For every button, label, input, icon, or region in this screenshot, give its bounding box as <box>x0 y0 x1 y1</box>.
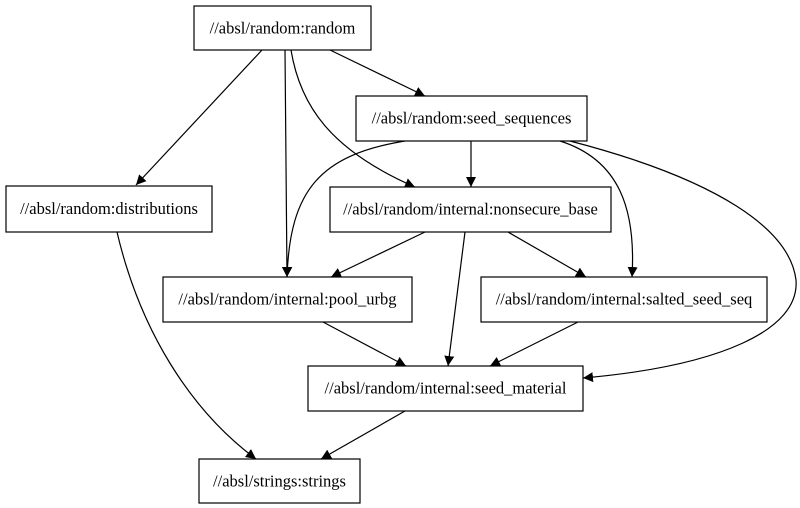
edge-seed-sequences-to-pool-urbg <box>282 140 406 278</box>
node-distributions: //absl/random:distributions <box>5 185 213 233</box>
node-box-seed-material <box>307 365 584 412</box>
edge-random-to-pool-urbg <box>281 49 292 278</box>
node-pool-urbg: //absl/random/internal:pool_urbg <box>162 276 413 323</box>
edge-nonsecure-base-to-pool-urbg <box>330 231 426 278</box>
edge-nonsecure-base-to-salted-seed-seq <box>507 231 587 278</box>
node-label-salted-seed-seq: //absl/random/internal:salted_seed_seq <box>496 290 753 309</box>
node-label-seed-sequences: //absl/random:seed_sequences <box>372 109 572 128</box>
node-strings: //absl/strings:strings <box>198 458 361 504</box>
edge-salted-seed-seq-to-seed-material <box>489 321 579 367</box>
node-seed-material: //absl/random/internal:seed_material <box>307 365 584 412</box>
edge-pool-urbg-to-seed-material <box>322 321 407 367</box>
node-salted-seed-seq: //absl/random/internal:salted_seed_seq <box>480 276 768 323</box>
node-box-nonsecure-base <box>329 186 612 233</box>
node-box-seed-sequences <box>355 95 588 142</box>
node-nonsecure-base: //absl/random/internal:nonsecure_base <box>329 186 612 233</box>
node-label-pool-urbg: //absl/random/internal:pool_urbg <box>178 290 396 309</box>
node-box-strings <box>198 458 361 504</box>
edge-random-to-nonsecure-base <box>290 49 416 188</box>
edge-nonsecure-base-to-seed-material <box>444 231 466 367</box>
edge-random-to-seed-sequences <box>329 49 426 97</box>
node-label-nonsecure-base: //absl/random/internal:nonsecure_base <box>343 200 598 219</box>
node-random: //absl/random:random <box>193 5 372 51</box>
nodes: //absl/random:random //absl/random:seed_… <box>5 5 768 504</box>
node-label-random: //absl/random:random <box>210 19 356 38</box>
node-seed-sequences: //absl/random:seed_sequences <box>355 95 588 142</box>
edges <box>116 49 797 460</box>
edge-seed-sequences-to-seed-material <box>569 140 797 383</box>
edge-distributions-to-strings <box>116 231 257 460</box>
node-label-seed-material: //absl/random/internal:seed_material <box>325 379 567 398</box>
node-box-salted-seed-seq <box>480 276 768 323</box>
node-label-distributions: //absl/random:distributions <box>20 199 198 218</box>
edge-seed-sequences-to-salted-seed-seq <box>559 140 638 278</box>
node-box-random <box>193 5 372 51</box>
node-box-pool-urbg <box>162 276 413 323</box>
edge-random-to-distributions <box>135 49 263 186</box>
edge-seed-material-to-strings <box>320 410 406 460</box>
node-box-distributions <box>5 185 213 233</box>
node-label-strings: //absl/strings:strings <box>213 472 346 491</box>
